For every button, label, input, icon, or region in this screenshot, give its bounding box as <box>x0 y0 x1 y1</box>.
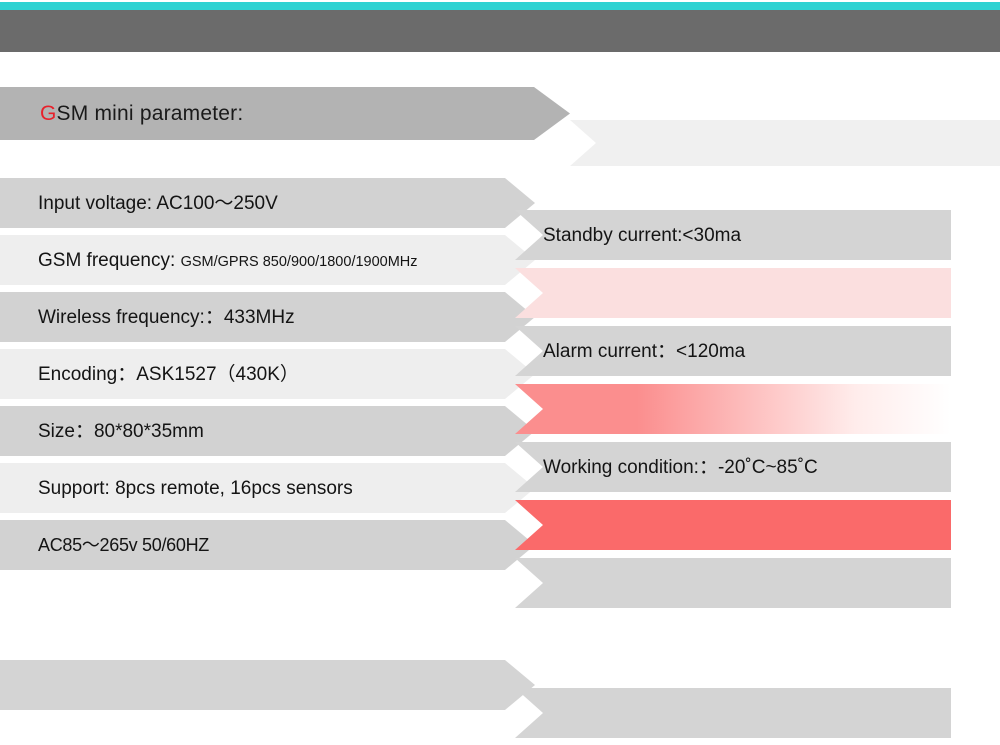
spec-row-label: Standby current:<30ma <box>543 224 742 246</box>
spec-row-left: Encoding：ASK1527（430K） <box>0 349 535 399</box>
top-gray-band <box>0 10 1000 52</box>
spec-row-text: Size：80*80*35mm <box>38 420 204 442</box>
spec-row-left: Support: 8pcs remote, 16pcs sensors <box>0 463 535 513</box>
spec-row-right <box>515 558 951 608</box>
spec-row-text-secondary: GSM/GPRS 850/900/1800/1900MHz <box>180 253 418 270</box>
section-header-chevron: GSM mini parameter: <box>0 87 570 140</box>
spec-row-right <box>515 268 951 318</box>
spec-row-left: AC85～265v 50/60HZ <box>0 520 535 570</box>
spec-row-label: GSM frequency: GSM/GPRS 850/900/1800/190… <box>0 251 418 270</box>
spec-row-text: AC85～265v 50/60HZ <box>38 534 209 555</box>
spec-row-label: Working condition:：-20˚C~85˚C <box>543 456 818 478</box>
spec-row-right: Standby current:<30ma <box>515 210 951 260</box>
spec-row-label: Support: 8pcs remote, 16pcs sensors <box>0 479 353 498</box>
spec-row-text: GSM frequency: <box>38 249 181 271</box>
spec-row-left: Size：80*80*35mm <box>0 406 535 456</box>
spec-row-left: Input voltage: AC100～250V <box>0 178 535 228</box>
spec-row-right: Alarm current：<120ma <box>515 326 951 376</box>
spec-row-text: Encoding：ASK1527（430K） <box>38 363 299 385</box>
top-accent-strip <box>0 2 1000 10</box>
spec-row-label: Alarm current：<120ma <box>543 340 746 362</box>
page-title: GSM mini parameter: <box>0 102 243 126</box>
title-accent-letter: G <box>40 101 57 125</box>
spec-row-label: Input voltage: AC100～250V <box>0 194 278 213</box>
title-rest: SM mini parameter: <box>56 101 244 125</box>
spec-row-left: Wireless frequency:：433MHz <box>0 292 535 342</box>
bottom-bar-left <box>0 660 535 710</box>
spec-row-left: GSM frequency: GSM/GPRS 850/900/1800/190… <box>0 235 535 285</box>
spec-row-label: AC85～265v 50/60HZ <box>0 536 209 555</box>
spec-row-right <box>515 500 951 550</box>
spec-row-text: Support: 8pcs remote, 16pcs sensors <box>38 477 353 499</box>
spec-row-text: Input voltage: AC100～250V <box>38 192 278 214</box>
spec-row-label: Size：80*80*35mm <box>0 422 204 441</box>
spec-row-text: Wireless frequency:：433MHz <box>38 306 295 328</box>
spec-row-right <box>515 384 951 434</box>
bottom-bar-right <box>515 688 951 738</box>
header-ghost-chevron <box>570 120 1000 166</box>
spec-row-right: Working condition:：-20˚C~85˚C <box>515 442 951 492</box>
spec-row-label: Wireless frequency:：433MHz <box>0 308 295 327</box>
spec-row-label: Encoding：ASK1527（430K） <box>0 365 299 384</box>
